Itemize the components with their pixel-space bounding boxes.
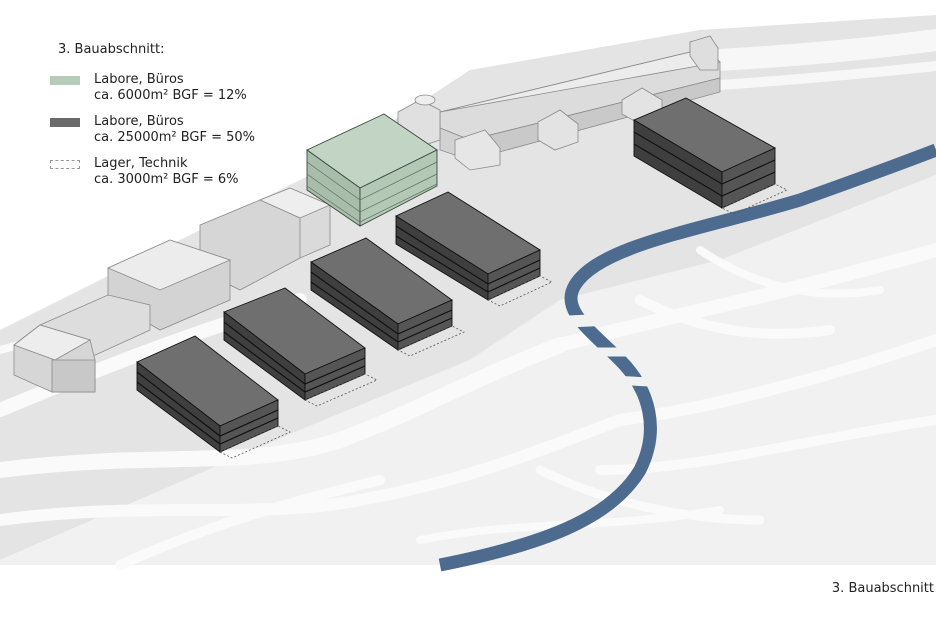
green-block-labore bbox=[306, 113, 438, 227]
legend-item-label: Labore, Büros bbox=[94, 72, 184, 87]
dashed-swatch bbox=[50, 160, 80, 169]
legend-item-label: Labore, Büros bbox=[94, 114, 184, 129]
legend-item-dashed: Lager, Technik ca. 3000m² BGF = 6% bbox=[48, 156, 255, 188]
dark-block-3 bbox=[310, 237, 453, 351]
dark-swatch bbox=[50, 118, 80, 127]
footer-caption: 3. Bauabschnitt bbox=[831, 581, 934, 596]
legend-item-value: ca. 3000m² BGF = 6% bbox=[94, 172, 239, 187]
dark-block-2 bbox=[395, 191, 541, 301]
existing-buildings bbox=[13, 35, 721, 393]
river bbox=[438, 143, 936, 572]
legend-item-value: ca. 6000m² BGF = 12% bbox=[94, 88, 247, 103]
legend: 3. Bauabschnitt: Labore, Büros ca. 6000m… bbox=[48, 42, 255, 198]
green-swatch bbox=[50, 76, 80, 85]
dark-blocks-labore bbox=[136, 97, 776, 453]
legend-item-label: Lager, Technik bbox=[94, 156, 188, 171]
legend-title: 3. Bauabschnitt: bbox=[58, 42, 165, 57]
dark-block-1 bbox=[633, 97, 776, 209]
legend-item-dark: Labore, Büros ca. 25000m² BGF = 50% bbox=[48, 114, 255, 146]
storage-outlines bbox=[219, 183, 788, 459]
dark-block-5 bbox=[136, 335, 279, 453]
dark-block-4 bbox=[223, 287, 366, 401]
legend-item-green: Labore, Büros ca. 6000m² BGF = 12% bbox=[48, 72, 255, 104]
legend-item-value: ca. 25000m² BGF = 50% bbox=[94, 130, 256, 145]
